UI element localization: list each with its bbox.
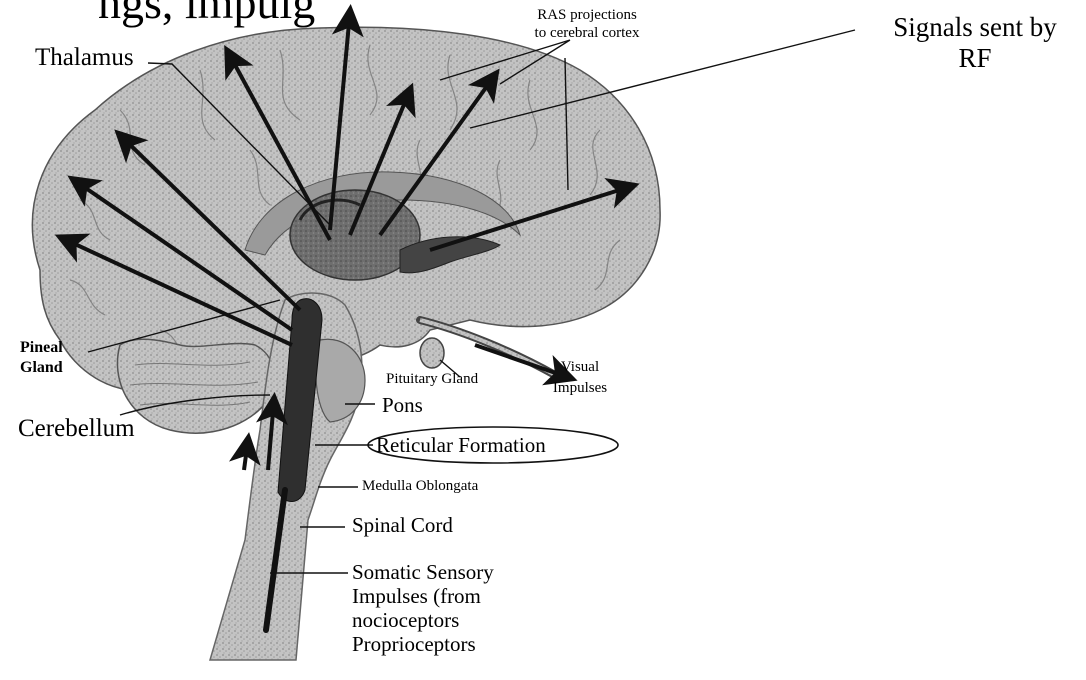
pituitary-gland-label: Pituitary Gland: [386, 372, 478, 387]
title-fragment: ngs, impulg: [98, 0, 315, 29]
reticular-formation-label: Reticular Formation: [376, 435, 546, 456]
arrow-ascending-2: [244, 440, 248, 470]
thalamus-label: Thalamus: [35, 45, 134, 70]
cerebellum-label: Cerebellum: [18, 416, 135, 441]
visual-impulses-label: Visual Impulses: [530, 360, 630, 396]
spinal-cord-label: Spinal Cord: [352, 515, 453, 536]
cerebellum-structure: [117, 339, 274, 433]
somatic-sensory-label: Somatic Sensory Impulses (from nociocept…: [352, 560, 494, 657]
pineal-gland-label: Pineal Gland: [20, 340, 63, 376]
pituitary-structure: [420, 338, 444, 368]
signals-sent-label: Signals sent by RF: [870, 14, 1080, 72]
ras-projections-label: RAS projections to cerebral cortex: [512, 8, 662, 41]
pons-label: Pons: [382, 395, 423, 416]
medulla-oblongata-label: Medulla Oblongata: [362, 479, 478, 494]
